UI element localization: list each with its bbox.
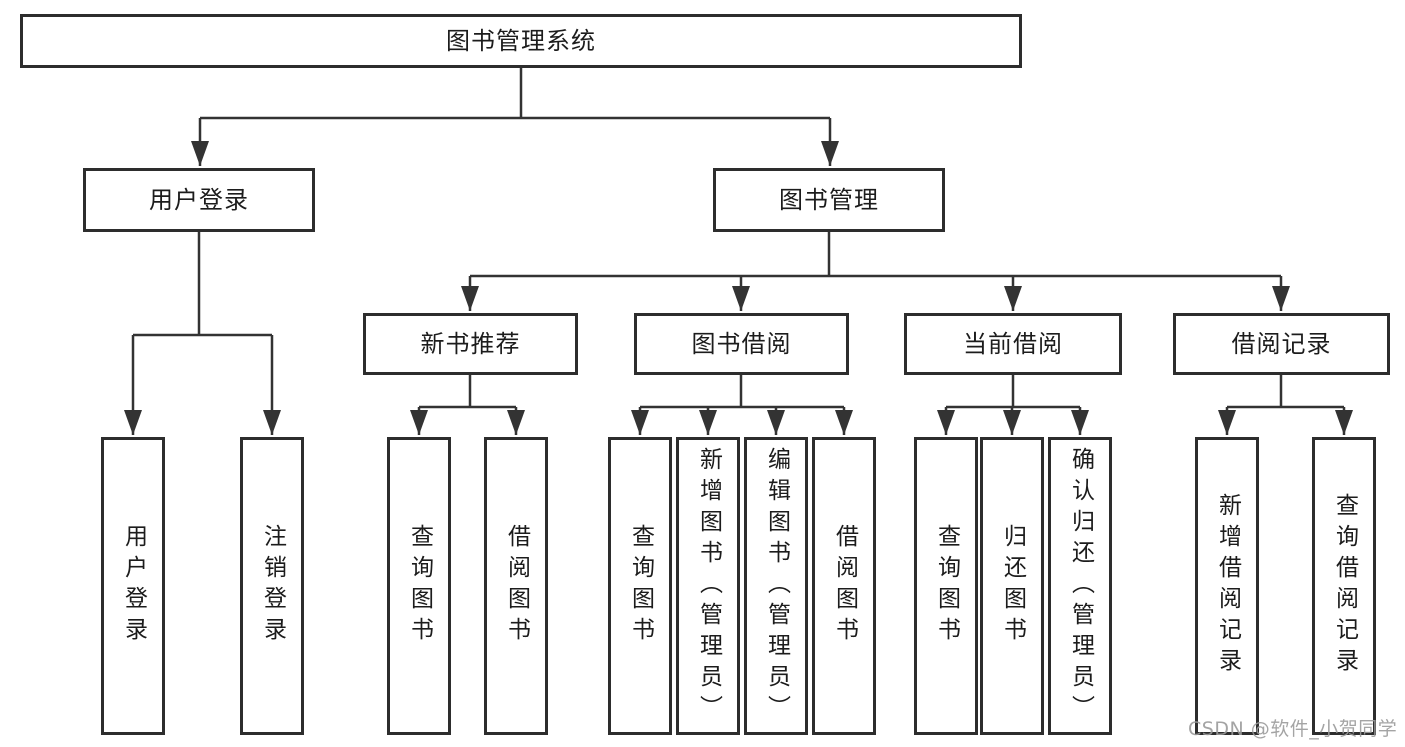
node-label: 确认归还（管理员） [1067, 446, 1094, 726]
node-label: 当前借阅 [963, 330, 1063, 358]
node-current-borrow: 当前借阅 [904, 313, 1122, 375]
leaf-bb-borrow-books: 借阅图书 [812, 437, 876, 735]
leaf-bb-add-books-admin: 新增图书（管理员） [676, 437, 740, 735]
node-label: 借阅图书 [503, 524, 530, 648]
node-label: 借阅记录 [1231, 330, 1332, 358]
leaf-nb-borrow-books: 借阅图书 [484, 437, 548, 735]
node-label: 图书管理系统 [446, 27, 596, 55]
node-label: 查询图书 [933, 524, 960, 648]
leaf-cb-confirm-return-admin: 确认归还（管理员） [1048, 437, 1112, 735]
node-label: 查询图书 [627, 524, 654, 648]
node-label: 新增图书（管理员） [695, 446, 722, 726]
leaf-bb-edit-books-admin: 编辑图书（管理员） [744, 437, 808, 735]
node-label: 查询借阅记录 [1331, 493, 1358, 679]
node-label: 注销登录 [259, 524, 286, 648]
leaf-bb-query-books: 查询图书 [608, 437, 672, 735]
node-label: 新书推荐 [420, 330, 521, 358]
node-label: 图书管理 [779, 186, 879, 214]
node-book-management: 图书管理 [713, 168, 945, 232]
node-borrow-records: 借阅记录 [1173, 313, 1390, 375]
leaf-cb-return-books: 归还图书 [980, 437, 1044, 735]
node-label: 查询图书 [406, 524, 433, 648]
node-root-library-system: 图书管理系统 [20, 14, 1022, 68]
leaf-br-query-record: 查询借阅记录 [1312, 437, 1376, 735]
node-label: 用户登录 [120, 524, 147, 648]
node-label: 归还图书 [999, 524, 1026, 648]
node-label: 新增借阅记录 [1214, 493, 1241, 679]
node-book-borrow: 图书借阅 [634, 313, 849, 375]
csdn-watermark: CSDN @软件_小贺同学 [1188, 718, 1398, 740]
node-label: 图书借阅 [691, 330, 792, 358]
node-label: 编辑图书（管理员） [763, 446, 790, 726]
leaf-user-login: 用户登录 [101, 437, 165, 735]
leaf-nb-query-books: 查询图书 [387, 437, 451, 735]
leaf-cb-query-books: 查询图书 [914, 437, 978, 735]
node-new-book-recommend: 新书推荐 [363, 313, 578, 375]
leaf-logout-login: 注销登录 [240, 437, 304, 735]
node-label: 用户登录 [149, 186, 249, 214]
leaf-br-add-record: 新增借阅记录 [1195, 437, 1259, 735]
node-label: 借阅图书 [831, 524, 858, 648]
node-user-login: 用户登录 [83, 168, 315, 232]
